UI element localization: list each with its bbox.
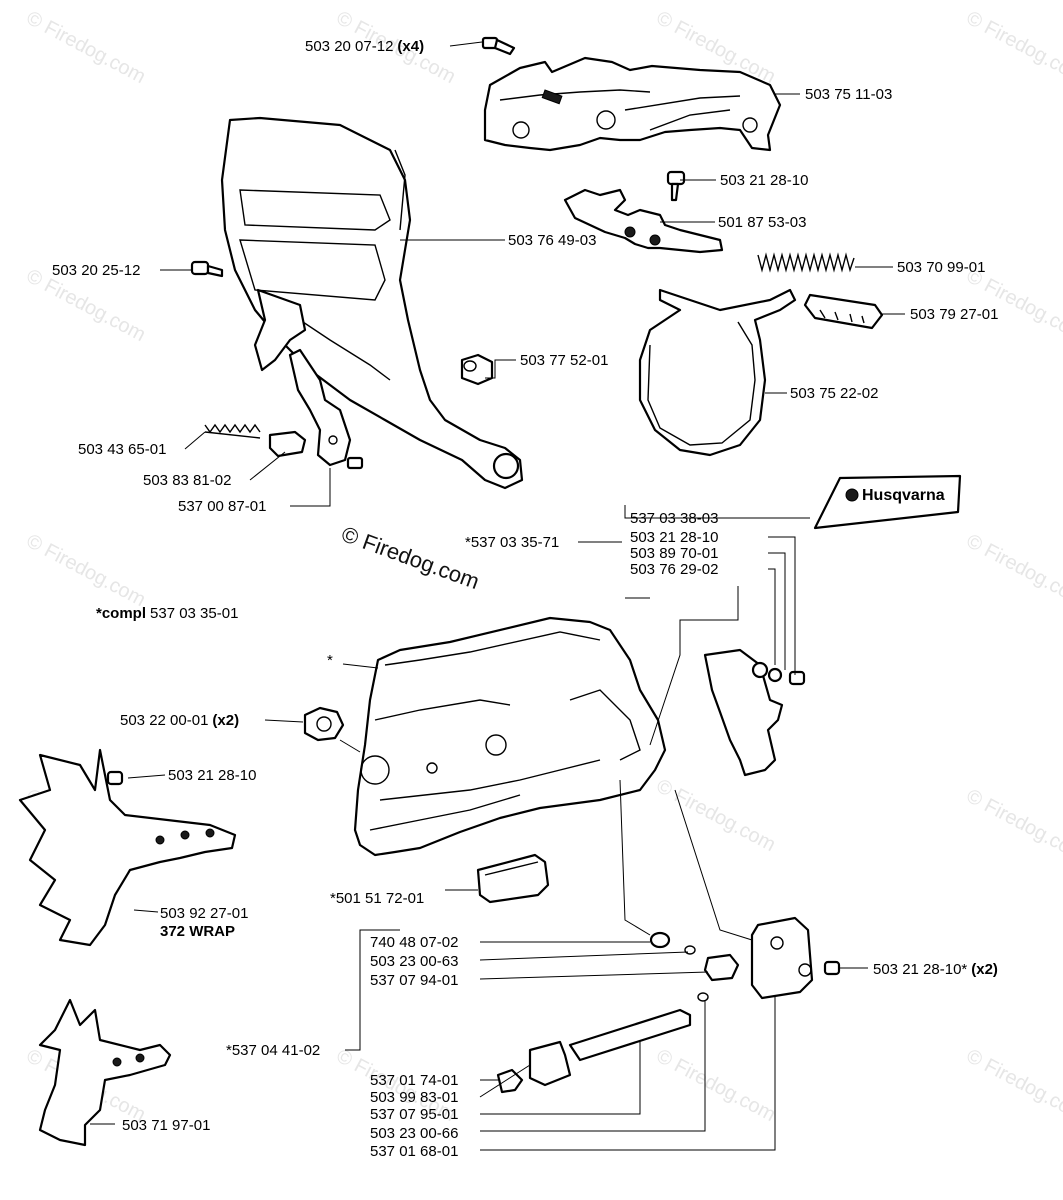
leader-lines [90,41,905,1151]
clutch-cover-drawing [353,616,667,857]
label-screw-spike: 503 21 28-10 [168,767,256,784]
label-nut-small: 537 01 74-01 [370,1072,458,1089]
brand-logo-text: Husqvarna [862,487,945,504]
label-oring-a: 503 23 00-63 [370,953,458,970]
center-watermark: © Firedog.com [338,521,482,594]
spring-cover-drawing [803,293,884,330]
label-oring-b: 503 23 00-66 [370,1125,458,1142]
spring-drawing [757,252,855,273]
label-screw-left: 503 20 25-12 [52,262,140,279]
label-nut-slider: 503 99 83-01 [370,1089,458,1106]
label-decal: 537 03 38-03 [630,510,718,527]
bumper-plate-drawing [703,648,784,777]
label-spring: 503 70 99-01 [897,259,985,276]
watermark-layer: © Firedog.com © Firedog.com © Firedog.co… [23,7,1063,1126]
label-nut-x2: 503 22 00-01(x2) [120,712,239,729]
watermark: © Firedog.com [963,7,1063,88]
label-small-spring: 503 43 65-01 [78,441,166,458]
label-spike-372-note: 372 WRAP [160,923,235,940]
label-screw-x2: 503 21 28-10*(x2) [873,961,998,978]
labels: 503 20 07-12(x4) 503 75 11-03 503 21 28-… [52,38,998,1160]
watermark: © Firedog.com [963,530,1063,611]
spike-bottom-drawing [38,998,172,1147]
label-bumper-plate: 503 76 29-02 [630,561,718,578]
screw-top-drawing [666,170,686,202]
label-spike-bottom: 503 71 97-01 [122,1117,210,1134]
screw-x4-drawing [481,36,516,56]
husqvarna-decal: Husqvarna [813,474,962,530]
watermark: © Firedog.com [963,785,1063,866]
brake-band-drawing [638,288,797,457]
label-screw-x4: 503 20 07-12(x4) [305,38,424,55]
label-washer-740: 740 48 07-02 [370,934,458,951]
lever-drawing [253,288,364,470]
label-screw-mid: 503 21 28-10 [630,529,718,546]
label-bushing: 503 77 52-01 [520,352,608,369]
label-spring-cover: 503 79 27-01 [910,306,998,323]
label-clutch-cover: *537 03 35-71 [465,534,559,551]
label-tensioner-kit: *537 04 41-02 [226,1042,320,1059]
brake-lever-drawing [563,188,724,254]
drawings: Husqvarna [18,36,962,1147]
label-brake-lever: 501 87 53-03 [718,214,806,231]
label-gear: 537 07 94-01 [370,972,458,989]
center-watermark-group: © Firedog.com [338,521,482,594]
watermark: © Firedog.com [23,7,149,88]
spike-372-drawing [18,748,237,947]
small-block-drawing [268,430,307,458]
watermark: © Firedog.com [23,530,149,611]
nut-x2-drawing [303,706,345,742]
label-adjuster-screw: 537 07 95-01 [370,1106,458,1123]
label-brake-band: 503 75 22-02 [790,385,878,402]
cover-plate-drawing [483,56,782,152]
tensioner-drawing [496,916,841,1094]
label-screw-top: 503 21 28-10 [720,172,808,189]
watermark: © Firedog.com [653,775,779,856]
watermark: © Firedog.com [653,1045,779,1126]
label-asterisk: * [327,652,333,669]
small-hardware-drawing [751,661,806,686]
watermark: © Firedog.com [963,1045,1063,1126]
label-plate: 537 01 68-01 [370,1143,458,1160]
bushing-drawing [460,353,494,386]
label-hand-guard: 503 76 49-03 [508,232,596,249]
label-cover-plate: 503 75 11-03 [805,86,892,103]
small-spring-drawing [204,423,261,439]
screw-left-drawing [190,260,224,278]
pad-drawing [476,853,550,904]
label-washer-mid: 503 89 70-01 [630,545,718,562]
label-small-block: 503 83 81-02 [143,472,231,489]
label-trigger: 537 00 87-01 [178,498,266,515]
label-pad: *501 51 72-01 [330,890,424,907]
label-spike-372: 503 92 27-01 [160,905,248,922]
